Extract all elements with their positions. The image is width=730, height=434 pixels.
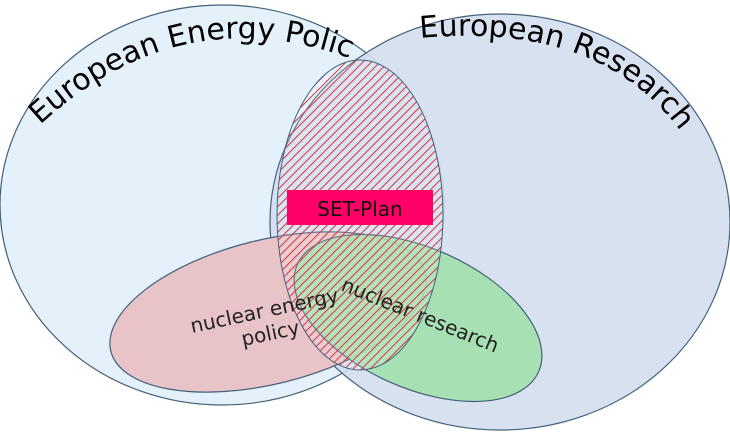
set-plan-box <box>287 190 433 225</box>
set-plan-label: SET-Plan <box>317 197 402 221</box>
